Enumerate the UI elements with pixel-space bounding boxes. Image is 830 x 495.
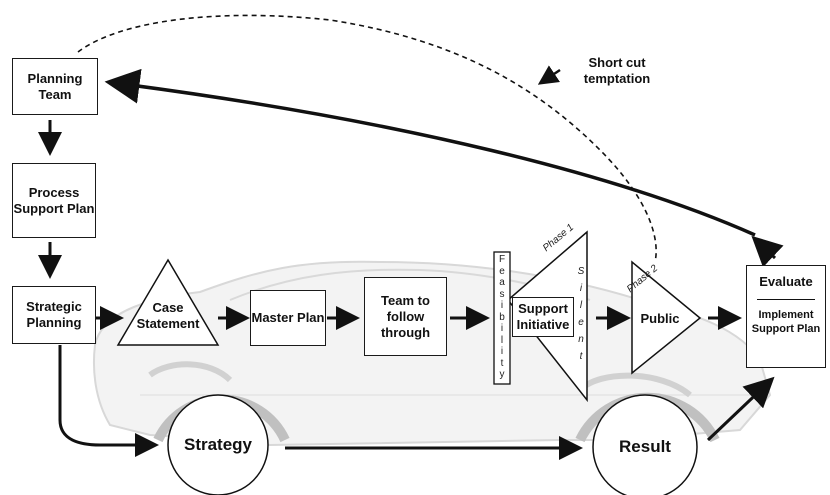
master-plan-box[interactable]: Master Plan	[250, 290, 326, 346]
silent-letter: i	[579, 283, 583, 294]
silent-letter: l	[579, 300, 583, 311]
shortcut-dashed-curve	[77, 14, 657, 263]
arrow-result-to-evaluate	[706, 376, 775, 442]
feasibility-letter: b	[499, 311, 505, 323]
feasibility-letter: t	[500, 357, 504, 369]
silent-letter: n	[578, 334, 584, 345]
shortcut-pointer-arrow	[537, 65, 561, 85]
planning-team-box[interactable]: Planning Team	[12, 58, 98, 115]
evaluate-body: Implement Support Plan	[751, 309, 821, 335]
evaluate-divider	[757, 299, 815, 300]
strategy-circle	[167, 394, 269, 495]
feedback-arrow	[104, 68, 756, 237]
feasibility-letter: y	[499, 369, 505, 380]
master-plan-label: Master Plan	[251, 310, 325, 325]
process-support-plan-box[interactable]: Process Support Plan	[12, 163, 96, 238]
feasibility-letter: i	[500, 346, 504, 357]
support-initiative-box[interactable]: Support Initiative	[512, 297, 574, 337]
team-to-follow-through-box[interactable]: Team to follow through	[364, 277, 447, 356]
feasibility-letter: l	[500, 334, 504, 346]
shortcut-annotation: Short cut temptation	[583, 55, 651, 86]
arrow-strategic-to-strategy	[58, 345, 159, 457]
public-label: Public	[640, 311, 680, 326]
strategic-planning-label: Strategic Planning	[26, 299, 82, 330]
silent-letter: e	[578, 317, 584, 328]
team-to-follow-through-label: Team to follow through	[380, 292, 431, 340]
feasibility-letter: s	[499, 288, 505, 300]
result-label: Result	[619, 437, 671, 456]
feasibility-letter: i	[500, 300, 504, 311]
feasibility-bar	[493, 251, 511, 385]
process-support-plan-label: Process Support Plan	[13, 184, 95, 216]
silent-letter: S	[577, 266, 585, 277]
feasibility-letter: i	[500, 323, 504, 334]
support-initiative-label: Support Initiative	[516, 301, 570, 332]
feasibility-letter: e	[499, 265, 505, 277]
strategy-label: Strategy	[183, 435, 253, 454]
public-triangle	[631, 260, 702, 375]
silent-letter: t	[579, 351, 583, 362]
result-circle	[592, 394, 698, 495]
strategic-planning-box[interactable]: Strategic Planning	[12, 286, 96, 344]
case-statement-label: Case Statement	[136, 300, 200, 331]
planning-team-label: Planning Team	[27, 70, 83, 102]
case-statement-triangle	[116, 258, 220, 346]
feasibility-letter: a	[499, 277, 505, 288]
evaluate-title: Evaluate	[759, 274, 813, 289]
evaluate-box[interactable]: Evaluate Implement Support Plan	[746, 265, 826, 368]
feasibility-letter: F	[498, 254, 506, 265]
evaluate-up-arrow	[751, 235, 784, 268]
